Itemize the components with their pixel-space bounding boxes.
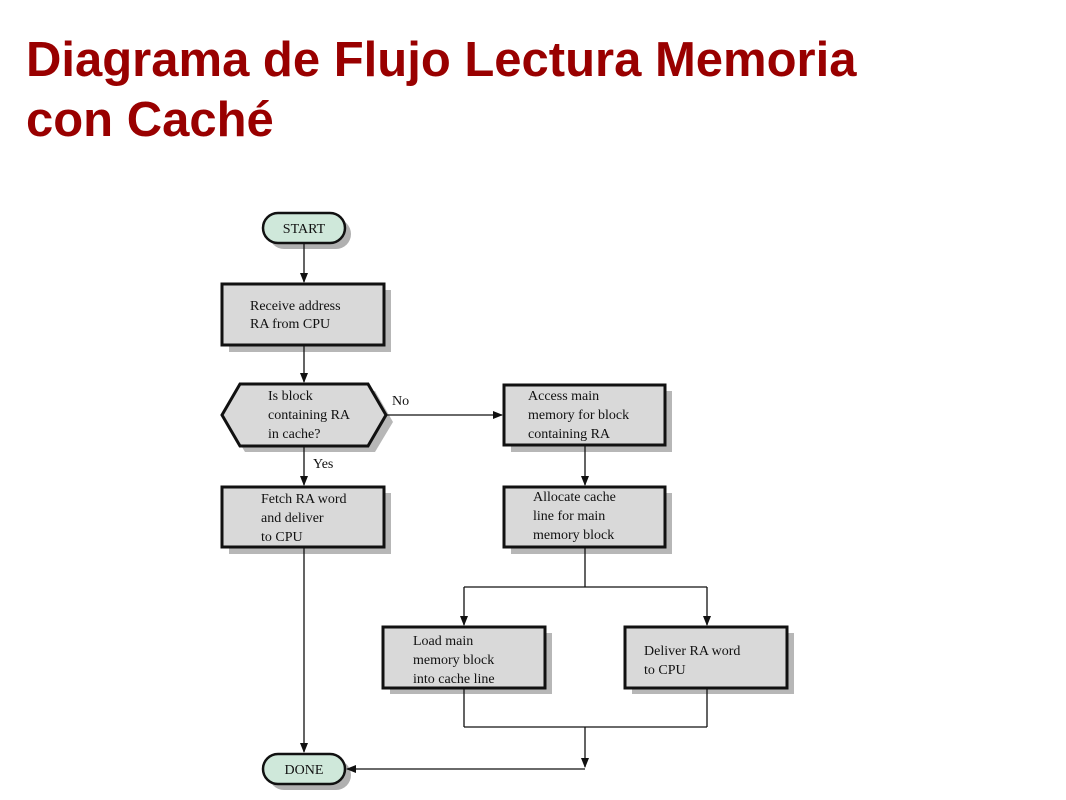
deliver-box: Deliver RA word to CPU [623,625,794,694]
decision-hexagon: Is block containing RA in cache? [220,382,393,452]
allocate-line-3: memory block [533,528,614,543]
done-label: DONE [285,763,324,778]
fetch-line-1: Fetch RA word [261,492,347,507]
fetch-line-2: and deliver [261,511,324,526]
no-label: No [392,394,409,409]
decision-line-3: in cache? [268,427,320,442]
deliver-line-2: to CPU [644,663,686,678]
load-line-1: Load main [413,634,473,649]
start-label: START [283,222,326,237]
allocate-line-2: line for main [533,509,605,524]
start-terminal: START [261,211,351,249]
access-line-2: memory for block [528,408,629,423]
receive-line-1: Receive address [250,299,341,314]
fetch-box: Fetch RA word and deliver to CPU [220,485,391,554]
allocate-line-1: Allocate cache [533,490,616,505]
decision-line-2: containing RA [268,408,351,423]
load-memory-box: Load main memory block into cache line [381,625,552,694]
access-memory-box: Access main memory for block containing … [502,383,672,452]
title-line-1: Diagrama de Flujo Lectura Memoria [26,33,857,87]
access-line-3: containing RA [528,427,611,442]
title-line-2: con Caché [26,93,274,147]
decision-line-1: Is block [268,389,313,404]
deliver-line-1: Deliver RA word [644,644,740,659]
receive-line-2: RA from CPU [250,317,330,332]
access-line-1: Access main [528,389,599,404]
load-line-2: memory block [413,653,494,668]
done-terminal: DONE [261,752,351,790]
allocate-box: Allocate cache line for main memory bloc… [502,485,672,554]
receive-address-box: Receive address RA from CPU [220,282,391,352]
page-title: Diagrama de Flujo Lectura Memoria con Ca… [26,30,857,150]
load-line-3: into cache line [413,672,495,687]
yes-label: Yes [313,457,333,472]
fetch-line-3: to CPU [261,530,303,545]
